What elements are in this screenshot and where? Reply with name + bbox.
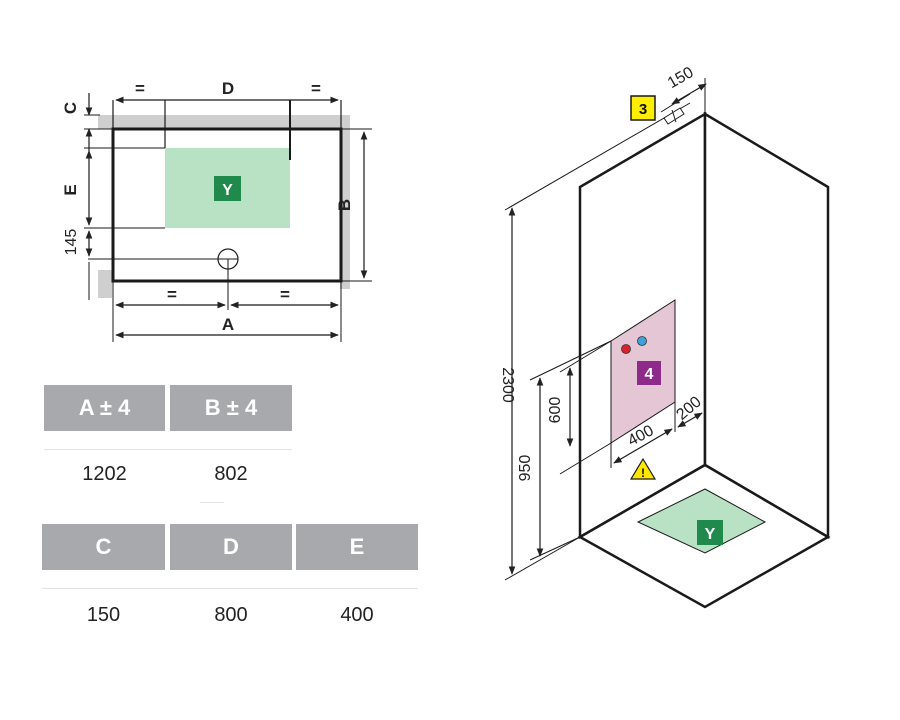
warning-icon bbox=[629, 457, 657, 480]
plan-view: Y = D = C E 145 B = = bbox=[61, 79, 372, 342]
y-badge-floor bbox=[697, 520, 723, 545]
dim-label-a: A bbox=[222, 315, 234, 334]
wall-strip-left-bottom bbox=[98, 270, 112, 298]
dim-label-e: E bbox=[61, 184, 80, 195]
dim-label-145: 145 bbox=[63, 229, 80, 256]
hot-valve bbox=[621, 344, 631, 354]
badge-3-label: 3 bbox=[639, 101, 647, 118]
badge-4-label: 4 bbox=[645, 366, 654, 383]
dim-label-b: B bbox=[335, 199, 354, 211]
warning-symbol: ! bbox=[641, 466, 645, 480]
right-wall-face bbox=[703, 111, 830, 540]
header-b: B ± 4 bbox=[170, 385, 292, 431]
dim-label-950: 950 bbox=[517, 455, 534, 482]
header-d: D bbox=[170, 524, 292, 570]
divider bbox=[200, 502, 224, 503]
elevation-view: Y 4 600 950 2300 400 200 ! bbox=[499, 64, 831, 609]
wall-strip-top bbox=[98, 115, 350, 129]
y-badge-label: Y bbox=[222, 182, 233, 199]
header-c: C bbox=[42, 524, 165, 570]
cold-valve bbox=[637, 336, 647, 346]
y-badge bbox=[214, 176, 241, 201]
badge-4 bbox=[637, 361, 661, 385]
equal-label-top-left: = bbox=[135, 79, 145, 98]
dim-label-d: D bbox=[222, 79, 234, 98]
equal-label-top-right: = bbox=[311, 79, 321, 98]
dim-label-150: 150 bbox=[665, 64, 697, 92]
y-badge-floor-label: Y bbox=[705, 526, 716, 543]
equal-label-bottom-right: = bbox=[280, 285, 290, 304]
value-b: 802 bbox=[214, 462, 248, 485]
badge-3 bbox=[630, 95, 656, 121]
dim-label-c: C bbox=[61, 102, 80, 114]
value-e: 400 bbox=[340, 603, 374, 626]
value-d: 800 bbox=[214, 603, 248, 626]
dim-label-600: 600 bbox=[547, 397, 564, 424]
divider bbox=[44, 449, 292, 450]
header-e: E bbox=[296, 524, 418, 570]
dim-label-2300: 2300 bbox=[499, 367, 516, 403]
wall-strip-right bbox=[340, 129, 350, 289]
header-a: A ± 4 bbox=[44, 385, 165, 431]
equal-label-bottom-left: = bbox=[167, 285, 177, 304]
divider bbox=[42, 588, 418, 589]
value-c: 150 bbox=[86, 603, 121, 626]
value-a: 1202 bbox=[82, 462, 127, 485]
